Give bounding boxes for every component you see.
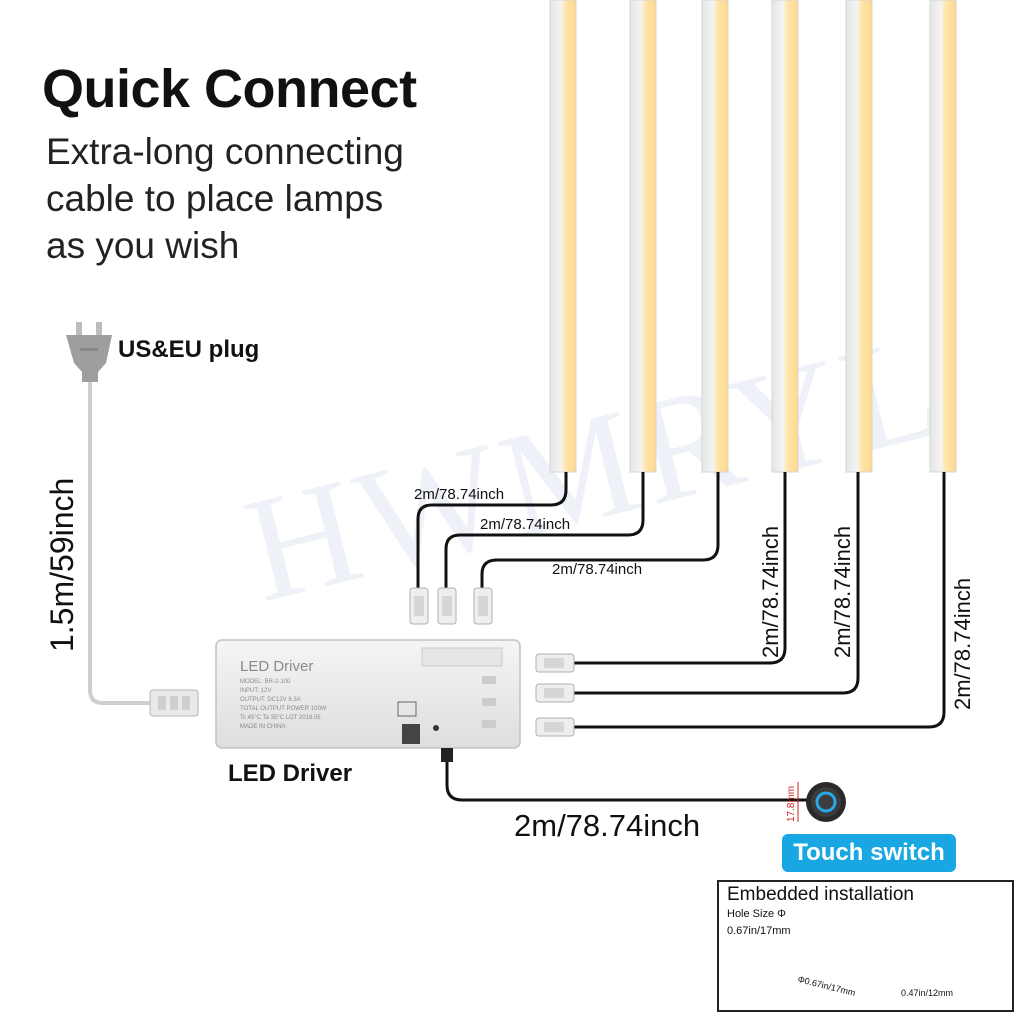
driver-spec: Tc 45°C Ta 35°C LOT 2019.05 (240, 715, 321, 721)
lamp-bar (771, 0, 799, 473)
cable-length-lamp3: 2m/78.74inch (552, 561, 643, 578)
plug-connector (149, 689, 199, 717)
connector (535, 717, 575, 737)
lamp-bar (549, 0, 577, 473)
top-connectors (409, 587, 493, 625)
cable-length-lamp6: 2m/78.74inch (950, 577, 975, 710)
connector (409, 587, 429, 625)
page-title: Quick Connect (42, 59, 417, 119)
driver-specs: MODEL: BR-2-100 INPUT: 12V OUTPUT: DC12V… (240, 678, 380, 732)
connector (437, 587, 457, 625)
connector (535, 683, 575, 703)
subtitle-line: cable to place lamps (46, 178, 384, 219)
connector (535, 653, 575, 673)
driver-spec: OUTPUT: DC12V 8.3A (240, 697, 301, 703)
plug-cable-length: 1.5m/59inch (44, 477, 80, 652)
cable-lamp5 (572, 472, 860, 695)
driver-spec: MADE IN CHINA (240, 724, 286, 730)
touch-switch-label: Touch switch (782, 834, 956, 872)
cable-lamp2 (444, 472, 645, 588)
driver-spec: TOTAL OUTPUT POWER 100W (240, 706, 327, 712)
cable-lamp1 (416, 472, 568, 588)
led-driver-box (215, 639, 521, 762)
driver-housing-title: LED Driver (240, 658, 314, 675)
cable-length-switch: 2m/78.74inch (514, 808, 701, 843)
lamp-bar (701, 0, 729, 473)
touch-switch-icon (797, 782, 846, 822)
cable-lamp4 (572, 472, 787, 665)
cable-length-lamp2: 2m/78.74inch (480, 516, 571, 533)
subtitle: Extra-long connecting cable to place lam… (46, 128, 466, 269)
dim-diameter: Φ0.67in/17mm (796, 974, 857, 999)
hole-size-value: 0.67in/17mm (727, 925, 791, 937)
cable-length-lamp1: 2m/78.74inch (414, 486, 505, 503)
driver-spec: INPUT: 12V (240, 688, 272, 694)
plug-icon (66, 322, 112, 382)
side-cables (572, 472, 946, 729)
cable-length-lamp5: 2m/78.74inch (830, 525, 855, 658)
lamp-bars (549, 0, 957, 473)
dim-depth: 0.47in/12mm (901, 988, 954, 998)
cable-length-lamp4: 2m/78.74inch (758, 525, 783, 658)
cable-lamp6 (572, 472, 946, 729)
lamp-bar (629, 0, 657, 473)
subtitle-line: as you wish (46, 225, 240, 266)
cable-plug (88, 380, 152, 705)
lamp-bar (845, 0, 873, 473)
top-cables (416, 472, 720, 588)
driver-spec: MODEL: BR-2-100 (240, 679, 291, 685)
subtitle-line: Extra-long connecting (46, 131, 404, 172)
cable-switch (445, 760, 810, 802)
hole-size-label: Hole Size Φ (727, 908, 786, 920)
embedded-installation-panel: Embedded installation Hole Size Φ 0.67in… (717, 880, 1014, 1012)
connector (473, 587, 493, 625)
side-connectors (535, 653, 575, 737)
lamp-bar (929, 0, 957, 473)
switch-height-dim: 17.8mm (786, 785, 797, 822)
embedded-title: Embedded installation (727, 884, 914, 905)
driver-label: LED Driver (228, 760, 353, 787)
plug-label: US&EU plug (118, 336, 260, 363)
cable-lamp3 (480, 472, 720, 588)
